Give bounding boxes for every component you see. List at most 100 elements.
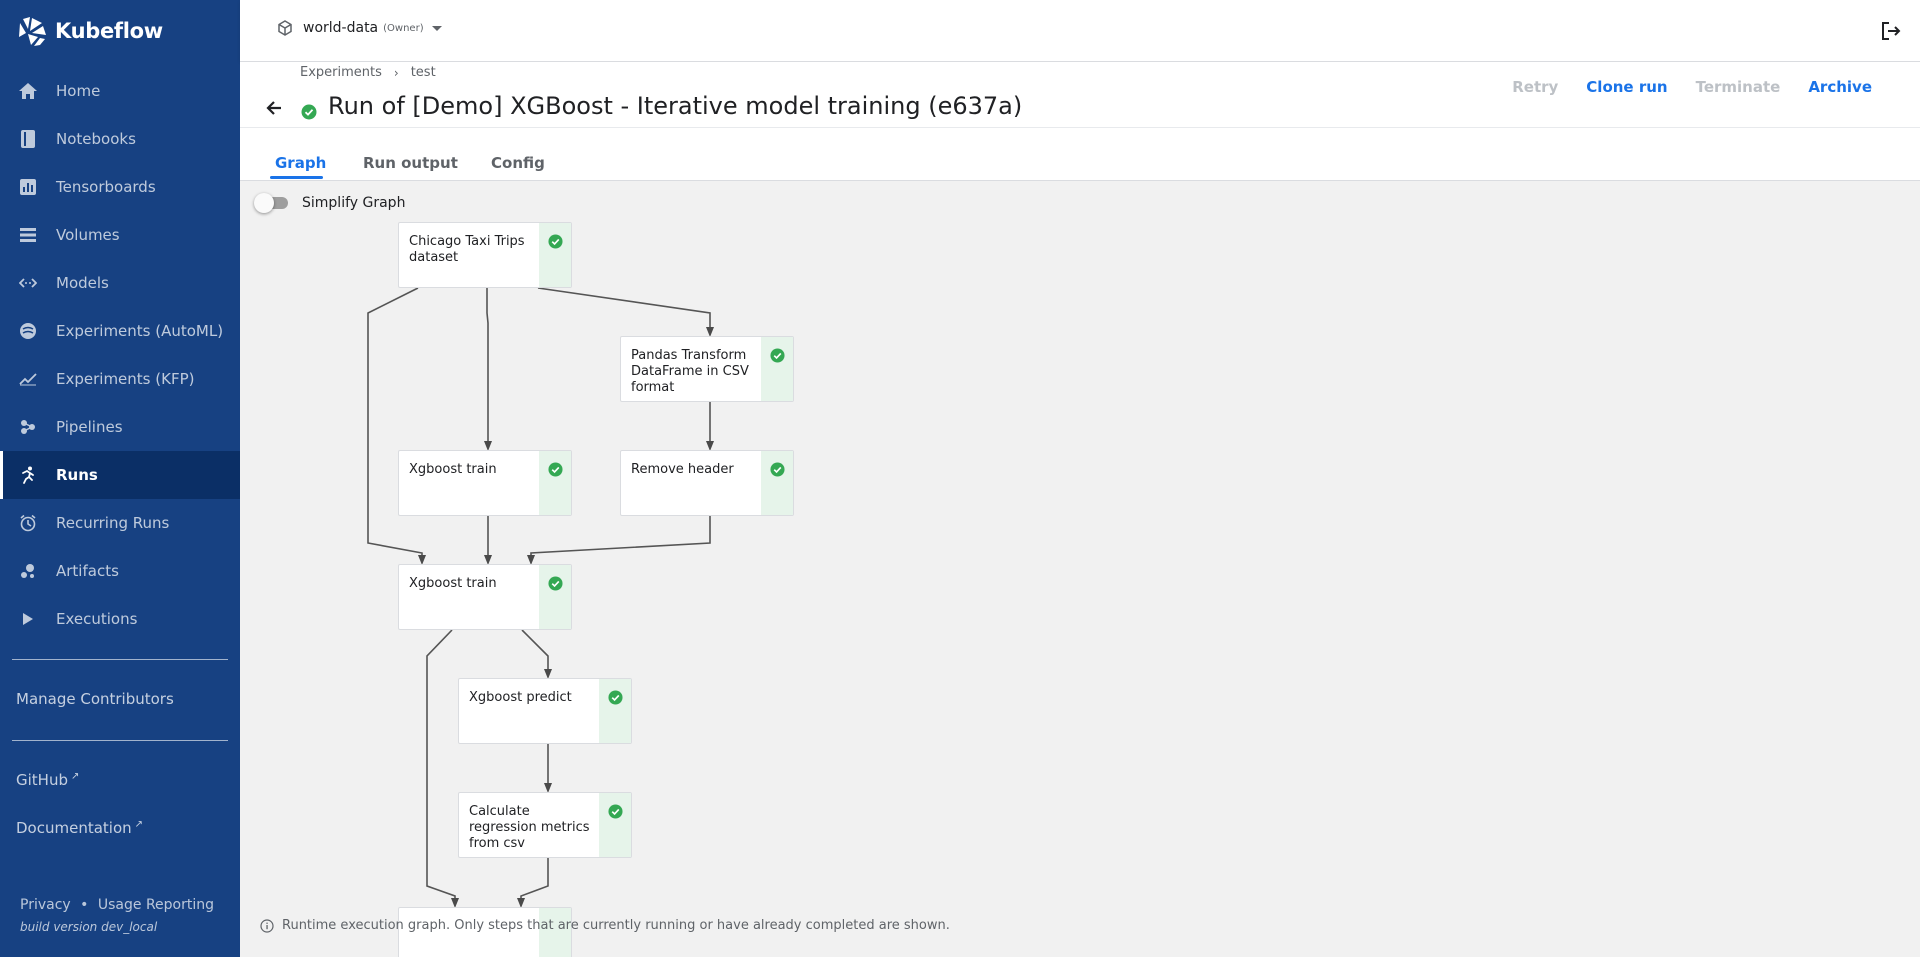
edge	[537, 287, 714, 337]
usage-reporting-link[interactable]: Usage Reporting	[97, 897, 215, 913]
external-link-icon: ↗	[134, 819, 144, 830]
logout-button[interactable]	[1880, 20, 1902, 46]
graph-node[interactable]: Remove header	[620, 450, 794, 516]
sidebar-item-label: Models	[56, 274, 109, 292]
privacy-link[interactable]: Privacy	[20, 897, 71, 913]
models-icon	[18, 273, 38, 293]
documentation-link[interactable]: Documentation↗	[16, 819, 143, 837]
graph-node[interactable]: Chicago Taxi Trips dataset	[398, 222, 572, 288]
sidebar-item-tensorboards[interactable]: Tensorboards	[0, 163, 240, 211]
simplify-graph-toggle[interactable]	[254, 193, 288, 213]
runs-icon	[18, 465, 38, 485]
back-button[interactable]	[264, 98, 284, 122]
logout-icon	[1882, 22, 1901, 40]
graph-node[interactable]: Xgboost train	[398, 450, 572, 516]
sidebar-item-recurring-runs[interactable]: Recurring Runs	[0, 499, 240, 547]
kubeflow-logo[interactable]: Kubeflow	[16, 14, 163, 48]
check-circle-icon	[547, 234, 563, 249]
graph-node[interactable]	[398, 907, 572, 957]
sidebar-item-artifacts[interactable]: Artifacts	[0, 547, 240, 595]
sidebar-item-executions[interactable]: Executions	[0, 595, 240, 643]
volumes-icon	[18, 225, 38, 245]
graph-node[interactable]: Xgboost train	[398, 564, 572, 630]
namespace-role: (Owner)	[383, 22, 424, 34]
notebook-icon	[18, 129, 38, 149]
terminate-button[interactable]: Terminate	[1695, 78, 1781, 96]
sidebar-item-label: Home	[56, 82, 101, 100]
check-circle-icon	[301, 104, 317, 120]
node-status	[599, 679, 631, 743]
node-status	[539, 451, 571, 515]
tab-graph[interactable]: Graph	[275, 154, 327, 172]
sidebar-item-models[interactable]: Models	[0, 259, 240, 307]
sidebar-item-notebooks[interactable]: Notebooks	[0, 115, 240, 163]
top-bar: world-data (Owner)	[240, 0, 1920, 62]
edge	[426, 629, 459, 908]
sidebar-item-experiments-kfp[interactable]: Experiments (KFP)	[0, 355, 240, 403]
node-label: Pandas Transform DataFrame in CSV format	[631, 348, 749, 395]
sidebar-item-label: Executions	[56, 610, 138, 628]
breadcrumb: Experiments › test	[300, 65, 436, 80]
edge	[484, 288, 492, 451]
graph-node[interactable]: Calculate regression metrics from csv	[458, 792, 632, 858]
check-circle-icon	[547, 462, 563, 477]
node-label: Remove header	[631, 462, 734, 477]
chevron-down-icon	[431, 25, 442, 31]
graph-node[interactable]: Pandas Transform DataFrame in CSV format	[620, 336, 794, 402]
breadcrumb-experiments[interactable]: Experiments	[300, 65, 382, 80]
footer-links: Privacy • Usage Reporting	[20, 897, 214, 913]
sidebar-item-pipelines[interactable]: Pipelines	[0, 403, 240, 451]
run-status-icon	[301, 104, 317, 124]
node-status	[539, 565, 571, 629]
clone-run-button[interactable]: Clone run	[1586, 78, 1668, 96]
archive-button[interactable]: Archive	[1808, 78, 1872, 96]
kfp-icon	[18, 369, 38, 389]
sidebar-divider	[12, 659, 228, 660]
sidebar-item-runs[interactable]: Runs	[0, 451, 240, 499]
github-link[interactable]: GitHub↗	[16, 771, 79, 789]
manage-contributors-link[interactable]: Manage Contributors	[16, 690, 174, 708]
sidebar-item-label: Volumes	[56, 226, 120, 244]
kubeflow-logo-icon	[19, 17, 46, 46]
tensorboard-icon	[18, 177, 38, 197]
sidebar-item-home[interactable]: Home	[0, 67, 240, 115]
check-circle-icon	[607, 690, 623, 705]
node-status	[539, 908, 571, 957]
graph-node[interactable]: Xgboost predict	[458, 678, 632, 744]
sidebar-item-volumes[interactable]: Volumes	[0, 211, 240, 259]
sidebar-nav: Home Notebooks Tensorboards Volumes Mode…	[0, 67, 240, 643]
automl-icon	[18, 321, 38, 341]
alarm-icon	[18, 513, 38, 533]
node-label: Xgboost train	[409, 462, 497, 477]
check-circle-icon	[607, 804, 623, 819]
run-tabs: Graph Run output Config	[240, 127, 1920, 181]
sidebar-item-label: Tensorboards	[56, 178, 156, 196]
active-tab-indicator	[270, 176, 323, 179]
check-circle-icon	[769, 348, 785, 363]
page-title: Run of [Demo] XGBoost - Iterative model …	[328, 92, 1023, 120]
graph-area: Simplify Graph Chicago Taxi Trips datase…	[240, 181, 1920, 957]
tab-config[interactable]: Config	[491, 154, 545, 172]
pipelines-icon	[18, 417, 38, 437]
namespace-selector[interactable]: world-data (Owner)	[277, 20, 442, 36]
breadcrumb-experiment-test[interactable]: test	[410, 65, 436, 80]
play-icon	[18, 609, 38, 629]
footer-bullet: •	[80, 897, 89, 913]
sidebar-item-experiments-automl[interactable]: Experiments (AutoML)	[0, 307, 240, 355]
arrow-back-icon	[266, 101, 281, 115]
tab-run-output[interactable]: Run output	[363, 154, 458, 172]
simplify-graph-label: Simplify Graph	[302, 195, 406, 211]
node-status	[599, 793, 631, 857]
github-label: GitHub	[16, 771, 68, 789]
graph-hint-text: Runtime execution graph. Only steps that…	[282, 918, 950, 933]
home-icon	[18, 81, 38, 101]
check-circle-icon	[547, 576, 563, 591]
retry-button[interactable]: Retry	[1512, 78, 1559, 96]
node-status	[761, 451, 793, 515]
page-header: Experiments › test Run of [Demo] XGBoost…	[240, 62, 1920, 127]
sidebar-item-label: Experiments (KFP)	[56, 370, 195, 388]
edge	[367, 287, 426, 565]
node-label: Chicago Taxi Trips dataset	[409, 234, 525, 265]
namespace-cube-icon	[278, 20, 292, 36]
external-link-icon: ↗	[70, 771, 80, 782]
